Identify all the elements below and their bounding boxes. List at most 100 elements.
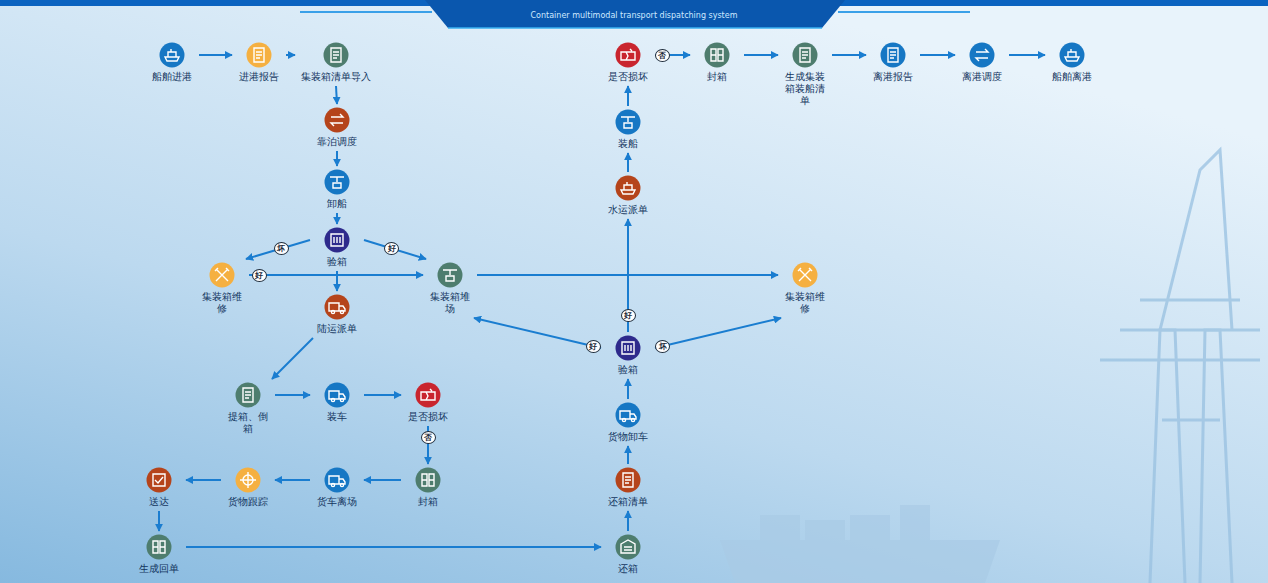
flow-arrow bbox=[655, 318, 781, 348]
flow-arrow bbox=[474, 318, 601, 348]
process-node: 陆运派单 bbox=[313, 294, 361, 335]
flow-arrow bbox=[158, 511, 160, 531]
node-label: 提箱、倒箱 bbox=[224, 411, 272, 435]
icon-circle bbox=[970, 43, 995, 68]
icon-glyph bbox=[240, 472, 256, 488]
process-node: 验箱 bbox=[313, 227, 361, 268]
flow-arrow bbox=[272, 338, 313, 379]
node-icon bbox=[415, 382, 441, 408]
icon-circle bbox=[616, 336, 641, 361]
flow-arrow bbox=[246, 240, 310, 259]
icon-glyph bbox=[331, 114, 343, 126]
icon-glyph bbox=[621, 540, 635, 553]
flow-arrow bbox=[336, 271, 338, 291]
process-node: 船舶离港 bbox=[1048, 42, 1096, 83]
icon-glyph bbox=[621, 117, 635, 128]
edge-label: 坏 bbox=[655, 340, 670, 353]
process-node: 装船 bbox=[604, 109, 652, 150]
node-icon bbox=[615, 402, 641, 428]
flow-arrow bbox=[364, 394, 401, 396]
node-label: 船舶离港 bbox=[1048, 71, 1096, 83]
node-icon bbox=[615, 109, 641, 135]
node-label: 是否损坏 bbox=[404, 411, 452, 423]
icon-glyph bbox=[798, 268, 812, 281]
node-label: 装车 bbox=[313, 411, 361, 423]
edge-label: 否 bbox=[421, 431, 436, 444]
process-node: 装车 bbox=[313, 382, 361, 423]
node-icon bbox=[615, 42, 641, 68]
process-node: 生成集装箱装船清单 bbox=[781, 42, 829, 107]
node-icon bbox=[146, 467, 172, 493]
node-icon bbox=[246, 42, 272, 68]
node-icon bbox=[235, 467, 261, 493]
icon-glyph bbox=[331, 234, 343, 246]
node-icon bbox=[146, 534, 172, 560]
icon-circle bbox=[881, 43, 906, 68]
process-node: 集装箱维修 bbox=[781, 262, 829, 315]
icon-glyph bbox=[621, 182, 635, 194]
icon-circle bbox=[616, 43, 641, 68]
node-label: 验箱 bbox=[313, 256, 361, 268]
node-label: 是否损坏 bbox=[604, 71, 652, 83]
icon-circle bbox=[160, 43, 185, 68]
node-icon bbox=[235, 382, 261, 408]
process-node: 还箱清单 bbox=[604, 467, 652, 508]
icon-glyph bbox=[331, 48, 341, 62]
process-node: 集装箱堆场 bbox=[426, 262, 474, 315]
node-icon bbox=[1059, 42, 1085, 68]
flow-arrow bbox=[1009, 54, 1045, 56]
flow-arrow bbox=[364, 240, 426, 259]
icon-glyph bbox=[153, 474, 165, 486]
flow-arrow bbox=[336, 151, 338, 166]
icon-circle bbox=[324, 43, 349, 68]
flow-arrow bbox=[627, 153, 629, 172]
flow-arrow bbox=[744, 54, 778, 56]
crane-illustration bbox=[1100, 150, 1260, 583]
process-node: 是否损坏 bbox=[604, 42, 652, 83]
process-node: 还箱 bbox=[604, 534, 652, 575]
process-node: 集装箱清单导入 bbox=[298, 42, 374, 83]
node-icon bbox=[415, 467, 441, 493]
icon-glyph bbox=[976, 49, 988, 61]
process-node: 货物卸车 bbox=[604, 402, 652, 443]
process-node: 离港报告 bbox=[869, 42, 917, 83]
node-label: 陆运派单 bbox=[313, 323, 361, 335]
node-label: 装船 bbox=[604, 138, 652, 150]
icon-circle bbox=[236, 383, 261, 408]
flow-arrow bbox=[275, 394, 310, 396]
node-label: 封箱 bbox=[693, 71, 741, 83]
node-icon bbox=[615, 467, 641, 493]
icon-circle bbox=[438, 263, 463, 288]
node-label: 靠泊调度 bbox=[313, 136, 361, 148]
icon-glyph bbox=[422, 474, 434, 486]
icon-circle bbox=[616, 110, 641, 135]
node-label: 集装箱维修 bbox=[781, 291, 829, 315]
edge-label: 好 bbox=[252, 269, 267, 282]
node-label: 集装箱清单导入 bbox=[298, 71, 374, 83]
process-node: 水运派单 bbox=[604, 175, 652, 216]
edge-label: 否 bbox=[655, 49, 670, 62]
flow-arrow bbox=[627, 86, 629, 106]
process-node: 离港调度 bbox=[958, 42, 1006, 83]
icon-circle bbox=[147, 468, 172, 493]
icon-circle bbox=[325, 228, 350, 253]
node-label: 水运派单 bbox=[604, 204, 652, 216]
flow-arrow bbox=[186, 546, 601, 548]
icon-glyph bbox=[622, 342, 634, 354]
node-label: 还箱清单 bbox=[604, 496, 652, 508]
flow-arrow bbox=[199, 54, 232, 56]
node-icon bbox=[437, 262, 463, 288]
node-label: 船舶进港 bbox=[148, 71, 196, 83]
icon-glyph bbox=[243, 388, 253, 402]
icon-glyph bbox=[623, 473, 633, 487]
icon-circle bbox=[325, 468, 350, 493]
flow-arrow bbox=[364, 479, 401, 481]
icon-circle bbox=[793, 43, 818, 68]
process-node: 卸船 bbox=[313, 169, 361, 210]
flow-arrow bbox=[336, 213, 338, 224]
icon-circle bbox=[325, 108, 350, 133]
node-label: 货车离场 bbox=[313, 496, 361, 508]
icon-glyph bbox=[443, 270, 457, 281]
icon-glyph bbox=[153, 541, 165, 553]
